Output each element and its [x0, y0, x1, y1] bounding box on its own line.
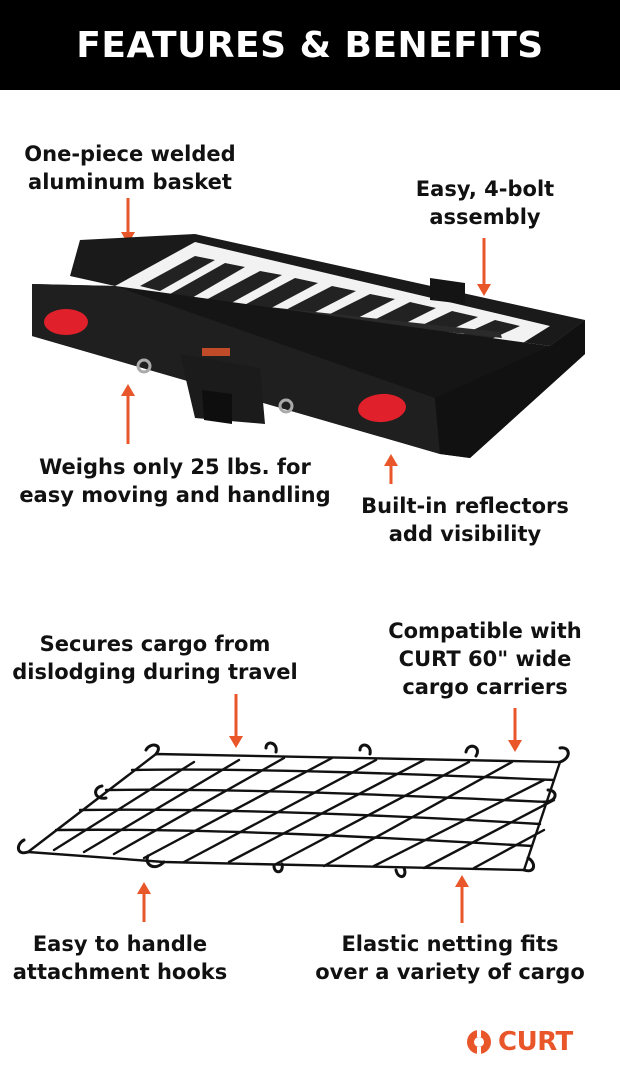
- arrow-icon: [477, 238, 491, 296]
- curt-logo-icon: [467, 1030, 491, 1054]
- callout-weight: Weighs only 25 lbs. for easy moving and …: [19, 455, 331, 507]
- callout-reflectors: Built-in reflectors add visibility: [361, 494, 569, 546]
- arrow-icon: [229, 694, 243, 748]
- page-title: FEATURES & BENEFITS: [76, 24, 544, 66]
- arrow-icon: [455, 875, 469, 923]
- arrow-icon: [137, 882, 151, 922]
- arrow-icon: [384, 454, 398, 484]
- callout-elastic: Elastic netting fits over a variety of c…: [315, 932, 585, 984]
- curt-logo-text: CURT: [498, 1027, 573, 1057]
- callout-assembly: Easy, 4-bolt assembly: [415, 177, 555, 229]
- curt-logo: CURT: [466, 1024, 586, 1060]
- callout-hooks: Easy to handle attachment hooks: [12, 932, 228, 984]
- arrow-icon: [121, 384, 135, 444]
- callout-secures: Secures cargo from dislodging during tra…: [12, 632, 298, 684]
- callout-basket: One-piece welded aluminum basket: [24, 142, 236, 194]
- header-banner: FEATURES & BENEFITS: [0, 0, 620, 90]
- cargo-net-image: [17, 741, 570, 878]
- arrow-icon: [508, 708, 522, 752]
- callout-compatible: Compatible with CURT 60" wide cargo carr…: [388, 619, 582, 699]
- cargo-carrier-image: [32, 234, 585, 458]
